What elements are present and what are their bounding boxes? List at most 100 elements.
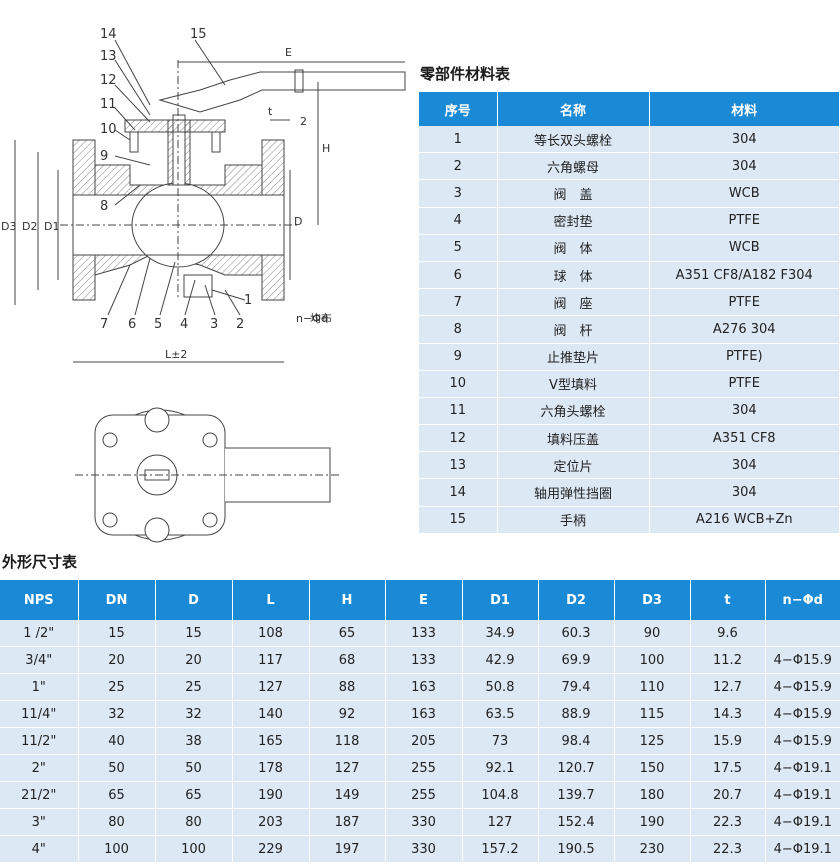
callout-15: 15 (190, 27, 207, 42)
callout-9: 9 (100, 149, 108, 164)
table-cell: 203 (232, 808, 310, 836)
dim-label-even: 均布 (310, 312, 332, 325)
table-cell: PTFE (649, 288, 839, 317)
table-cell: 1" (0, 673, 79, 701)
table-cell: 11.2 (690, 646, 766, 674)
table-cell: 165 (232, 727, 310, 755)
dims-header-cell: E (385, 580, 463, 620)
table-cell: 127 (462, 808, 539, 836)
table-cell: A276 304 (649, 315, 839, 344)
valve-technical-drawing: 14 13 12 11 10 9 8 7 6 5 4 3 2 1 15 E t … (1, 27, 406, 543)
callout-12: 12 (100, 73, 117, 88)
table-cell: A216 WCB+Zn (649, 506, 839, 534)
table-cell: 22.3 (690, 835, 766, 863)
table-cell: 140 (232, 700, 310, 728)
table-cell: 15 (419, 506, 498, 534)
table-cell: 118 (309, 727, 386, 755)
table-cell: 330 (385, 808, 463, 836)
table-cell: 9 (419, 343, 498, 371)
table-cell: 68 (309, 646, 386, 674)
dims-header-cell: H (309, 580, 386, 620)
table-cell: 1 /2" (0, 620, 79, 647)
dims-header-cell: D1 (462, 580, 539, 620)
table-cell: 120.7 (538, 754, 615, 782)
table-cell: 90 (614, 620, 691, 647)
dims-header-cell: n−Φd (765, 580, 840, 620)
table-cell: 阀 座 (497, 288, 650, 317)
table-cell: 304 (649, 451, 839, 480)
table-cell: 187 (309, 808, 386, 836)
dims-header-cell: D3 (614, 580, 691, 620)
table-cell: 25 (155, 673, 233, 701)
table-cell: 20 (78, 646, 156, 674)
table-cell: 229 (232, 835, 310, 863)
table-cell: 304 (649, 152, 839, 181)
table-cell: 65 (155, 781, 233, 809)
table-cell: 150 (614, 754, 691, 782)
table-cell: 13 (419, 451, 498, 480)
table-cell: 115 (614, 700, 691, 728)
table-cell: 3/4" (0, 646, 79, 674)
table-cell: 98.4 (538, 727, 615, 755)
callout-5: 5 (154, 317, 162, 332)
callout-3: 3 (210, 317, 218, 332)
table-cell: 149 (309, 781, 386, 809)
parts-header-material: 材料 (649, 92, 839, 126)
table-cell: 255 (385, 781, 463, 809)
dims-header-cell: D2 (538, 580, 615, 620)
table-cell: 4−Φ19.1 (765, 754, 840, 782)
table-cell: PTFE (649, 370, 839, 398)
parts-header-name: 名称 (497, 92, 650, 126)
table-cell: 190 (232, 781, 310, 809)
table-cell: A351 CF8/A182 F304 (649, 261, 839, 290)
table-cell: 100 (614, 646, 691, 674)
table-cell: 9.6 (690, 620, 766, 647)
table-cell: 止推垫片 (497, 343, 650, 371)
table-cell: 65 (309, 620, 386, 647)
table-cell: 15 (78, 620, 156, 647)
table-cell: 127 (309, 754, 386, 782)
table-cell: 6 (419, 261, 498, 290)
table-cell: 阀 盖 (497, 179, 650, 208)
table-cell: 230 (614, 835, 691, 863)
table-cell: PTFE (649, 207, 839, 235)
table-cell: 304 (649, 126, 839, 154)
table-cell: 50 (155, 754, 233, 782)
table-cell: 阀 体 (497, 234, 650, 262)
dims-header-cell: D (155, 580, 233, 620)
table-cell: 20.7 (690, 781, 766, 809)
table-cell: 21/2" (0, 781, 79, 809)
table-cell: 4" (0, 835, 79, 863)
table-cell: 4 (419, 207, 498, 235)
table-cell: 88.9 (538, 700, 615, 728)
table-cell: 42.9 (462, 646, 539, 674)
callout-7: 7 (100, 317, 108, 332)
table-cell: 190.5 (538, 835, 615, 863)
table-cell: 40 (78, 727, 156, 755)
table-cell: 92.1 (462, 754, 539, 782)
dim-label-d1: D1 (44, 220, 59, 233)
table-cell: 190 (614, 808, 691, 836)
dims-header-cell: NPS (0, 580, 79, 620)
table-cell: 304 (649, 397, 839, 426)
table-cell: 60.3 (538, 620, 615, 647)
table-cell: 六角头螺栓 (497, 397, 650, 426)
table-cell: 152.4 (538, 808, 615, 836)
table-cell: 4−Φ19.1 (765, 808, 840, 836)
table-cell: 205 (385, 727, 463, 755)
